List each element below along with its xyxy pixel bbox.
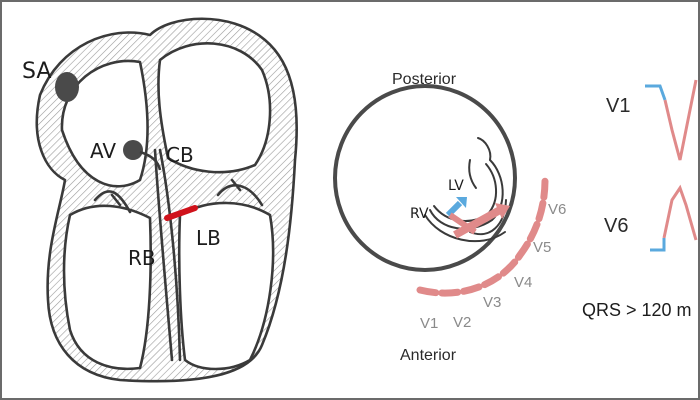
septum [153, 148, 182, 362]
ecg-v1-trace-qrs [663, 79, 698, 161]
rv-label: RV [410, 206, 429, 222]
lv-label: LV [448, 178, 464, 194]
lead-v1: V1 [420, 315, 438, 332]
lv-vector-arrow [445, 197, 467, 218]
lb-label: LB [196, 226, 221, 250]
ecg-v6-label: V6 [604, 215, 628, 237]
ecg-v1-label: V1 [606, 95, 630, 117]
heart-drawing [35, 17, 298, 383]
av-label: AV [90, 139, 116, 163]
left-ventricle [177, 201, 275, 371]
rb-label: RB [128, 246, 156, 270]
chest-cross-section [333, 84, 517, 272]
rv-vector-arrow [448, 203, 510, 239]
anterior-label: Anterior [400, 347, 457, 364]
av-conduction [139, 150, 162, 171]
cb-label: CB [166, 143, 194, 167]
valve-flaps [93, 178, 264, 214]
qrs-duration-criterion: QRS > 120 m [582, 300, 692, 320]
sa-label: SA [22, 59, 51, 84]
lead-v6: V6 [548, 201, 566, 218]
posterior-label: Posterior [392, 71, 457, 88]
lead-v4: V4 [514, 274, 532, 291]
ecg-v1-trace-baseline [645, 84, 667, 101]
left-bundle-block-mark [164, 205, 198, 221]
ecg-v6-trace-baseline [650, 238, 666, 252]
lead-v2: V2 [453, 314, 471, 331]
av-node [123, 140, 143, 160]
right-ventricle [62, 204, 152, 371]
precordial-lead-arc [416, 176, 549, 297]
left-atrium [157, 42, 272, 174]
sa-node [55, 72, 79, 102]
lead-v5: V5 [533, 239, 551, 256]
lead-v3: V3 [483, 294, 501, 311]
ecg-v6-trace-qrs [662, 184, 698, 241]
